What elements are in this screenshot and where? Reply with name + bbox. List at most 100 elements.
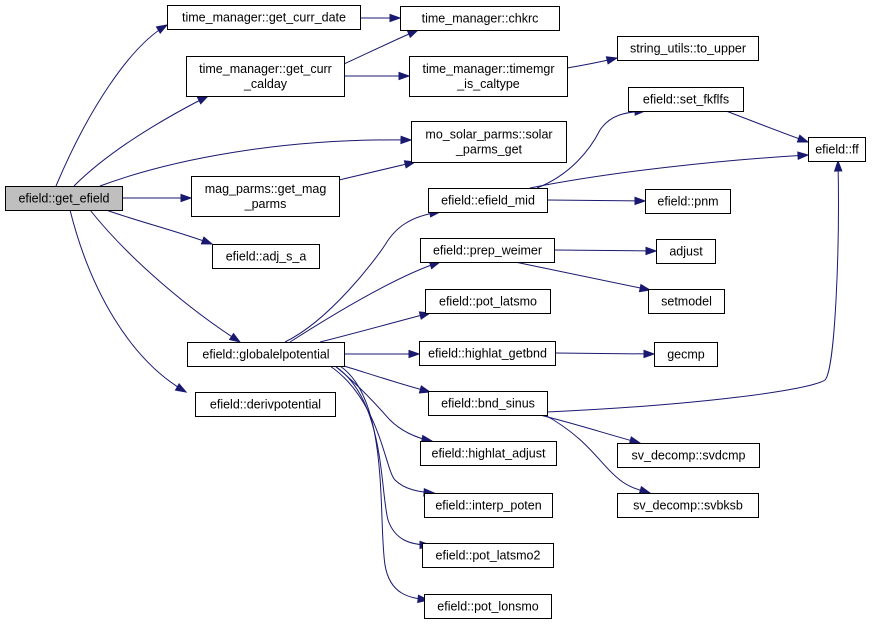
edge-line [319, 312, 431, 343]
edge-line [343, 29, 419, 65]
node-prep-weimer[interactable]: efield::prep_weimer [420, 238, 555, 263]
node-pot-latsmo[interactable]: efield::pot_latsmo [425, 289, 551, 314]
node-label: efield::highlat_adjust [432, 447, 546, 461]
edge-arrowhead [628, 436, 642, 445]
edge-arrowhead [180, 193, 193, 203]
node-box [420, 441, 557, 466]
node-chkrc[interactable]: time_manager::chkrc [400, 6, 560, 31]
node-set-fkflfs[interactable]: efield::set_fkflfs [628, 87, 744, 112]
edge-globalelpotential-to-highlat_adjust [334, 365, 434, 444]
edge-line [544, 414, 651, 494]
node-solar-parms-get[interactable]: mo_solar_parms::solar_parms_get [411, 121, 567, 163]
edge-arrowhead [638, 283, 652, 293]
node-adjust[interactable]: adjust [656, 239, 716, 264]
node-ff[interactable]: efield::ff [808, 137, 866, 162]
node-label: efield::pot_lonsmo [437, 600, 539, 614]
node-label: string_utils::to_upper [630, 42, 746, 56]
node-mag-parms-get[interactable]: mag_parms::get_mag_parms [191, 176, 340, 217]
node-label: efield::prep_weimer [433, 244, 542, 258]
edge-line [73, 95, 209, 187]
node-label: efield::pot_latsmo [439, 295, 537, 309]
node-box [195, 392, 336, 417]
edge-get_efield-to-get_curr_date [55, 24, 169, 187]
node-svdcmp[interactable]: sv_decomp::svdcmp [617, 443, 760, 468]
node-bnd-sinus[interactable]: efield::bnd_sinus [428, 391, 548, 416]
node-label: setmodel [661, 295, 712, 309]
edge-line [329, 365, 435, 494]
edge-line [69, 209, 187, 393]
node-label: _calday [243, 77, 288, 91]
edge-globalelpotential-to-pot_lonsmo [339, 365, 430, 604]
edge-highlat_getbnd-to-gecmp [554, 349, 656, 359]
edge-line [536, 110, 646, 189]
edge-mag_parms_get-to-solar_parms_get [338, 160, 417, 181]
node-box [656, 239, 716, 264]
node-timemgr-is-caltype[interactable]: time_manager::timemgr_is_caltype [409, 56, 568, 97]
node-derivpotential[interactable]: efield::derivpotential [195, 392, 336, 417]
edge-efield_mid-to-pnm [546, 196, 647, 206]
node-setmodel[interactable]: setmodel [648, 289, 725, 314]
edge-line [553, 249, 657, 252]
edge-line [725, 110, 809, 143]
node-box [424, 594, 552, 619]
node-box [424, 493, 553, 518]
edge-line [514, 261, 651, 291]
node-adj-s-a[interactable]: efield::adj_s_a [212, 244, 320, 269]
edge-line [546, 160, 839, 413]
edge-line [539, 414, 641, 444]
edge-set_fkflfs-to-ff [725, 110, 810, 143]
node-label: efield::ff [815, 143, 859, 157]
node-label: _parms [244, 197, 287, 211]
node-gecmp[interactable]: gecmp [654, 342, 718, 367]
node-label: efield::pot_latsmo2 [436, 549, 541, 563]
edge-arrowhead [605, 56, 619, 65]
edge-arrowhead [228, 332, 242, 343]
node-label: efield::highlat_getbnd [428, 347, 547, 361]
node-interp-poten[interactable]: efield::interp_poten [424, 493, 553, 518]
edge-line [546, 199, 646, 202]
node-label: time_manager::get_curr_date [182, 11, 346, 25]
edge-timemgr_is_caltype-to-to_upper [566, 56, 619, 69]
node-to-upper[interactable]: string_utils::to_upper [617, 36, 759, 61]
node-box [428, 188, 548, 213]
edge-line [55, 24, 168, 187]
node-efield-mid[interactable]: efield::efield_mid [428, 188, 548, 213]
edge-arrowhead [638, 485, 652, 495]
edge-line [284, 211, 441, 343]
node-box [411, 121, 567, 163]
node-box [191, 176, 340, 217]
node-label: mag_parms::get_mag [205, 182, 327, 196]
edge-arrowhead [797, 151, 810, 160]
node-svbksb[interactable]: sv_decomp::svbksb [617, 493, 759, 518]
node-pot-latsmo2[interactable]: efield::pot_latsmo2 [422, 543, 554, 568]
node-label: sv_decomp::svdcmp [632, 449, 746, 463]
edge-arrowhead [418, 385, 432, 394]
edge-arrowhead [398, 71, 411, 81]
edge-efield_mid-to-ff [529, 151, 810, 189]
node-highlat-getbnd[interactable]: efield::highlat_getbnd [419, 341, 556, 366]
edge-get_curr_calday-to-chkrc [343, 29, 420, 65]
edge-get_curr_date-to-chkrc [360, 13, 402, 23]
edge-line [339, 365, 429, 601]
node-get-curr-calday[interactable]: time_manager::get_curr_calday [186, 56, 345, 97]
node-label: efield::get_efield [18, 192, 109, 206]
node-box [425, 289, 551, 314]
edge-arrowhead [796, 134, 810, 143]
edge-arrowhead [389, 13, 402, 23]
node-get-curr-date[interactable]: time_manager::get_curr_date [167, 5, 361, 30]
node-globalelpotential[interactable]: efield::globalelpotential [187, 342, 345, 367]
node-highlat-adjust[interactable]: efield::highlat_adjust [420, 441, 557, 466]
edge-arrowhead [643, 349, 656, 359]
edge-get_efield-to-derivpotential [69, 209, 188, 393]
node-label: efield::derivpotential [210, 398, 321, 412]
edge-line [529, 154, 809, 189]
node-pnm[interactable]: efield::pnm [645, 189, 731, 214]
node-get-efield[interactable]: efield::get_efield [5, 186, 123, 211]
node-box [212, 244, 320, 269]
node-pot-lonsmo[interactable]: efield::pot_lonsmo [424, 594, 552, 619]
node-box [419, 341, 556, 366]
edge-globalelpotential-to-bnd_sinus [343, 365, 432, 394]
node-label: efield::adj_s_a [226, 250, 307, 264]
edge-bnd_sinus-to-ff [546, 159, 843, 413]
